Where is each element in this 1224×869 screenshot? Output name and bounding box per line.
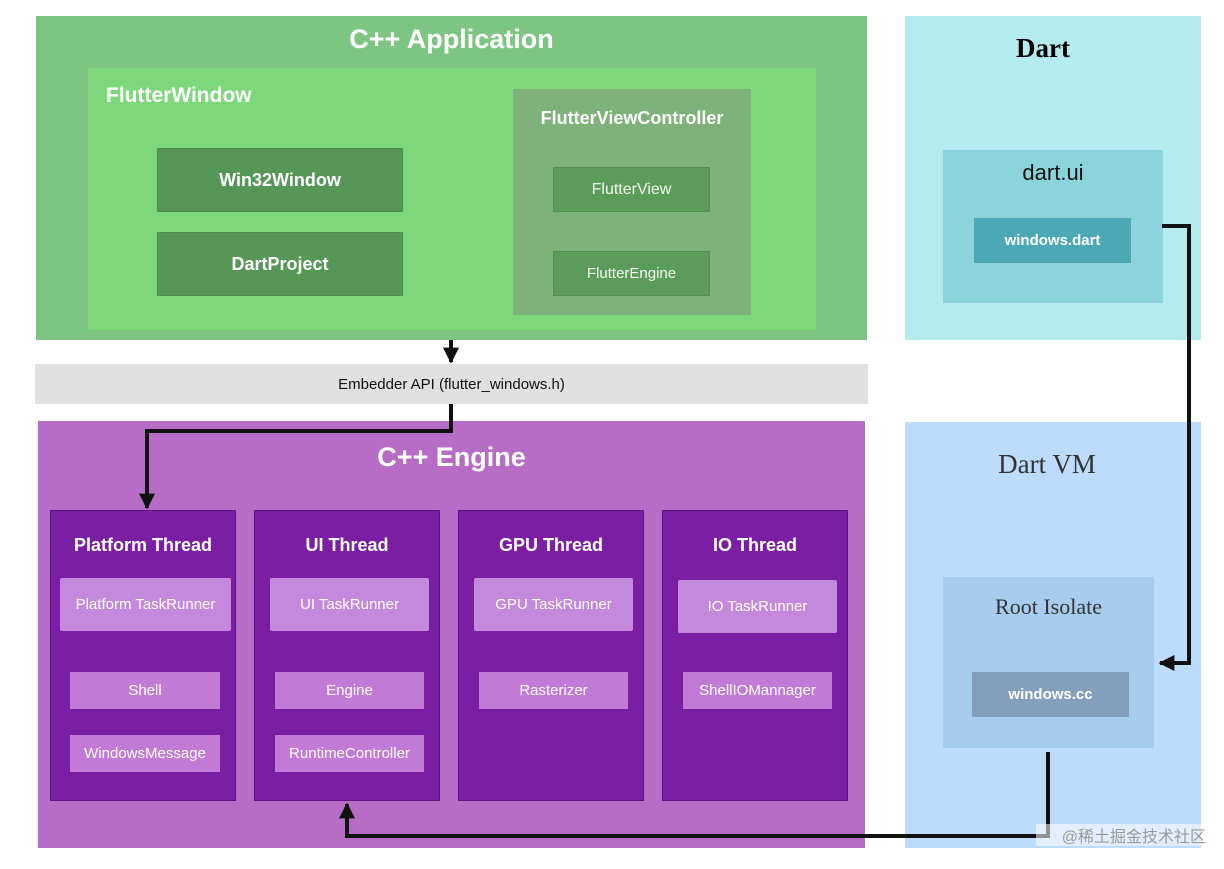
watermark-text: @稀土掘金技术社区 [1036,824,1206,846]
cpp-application-title: C++ Application [349,23,554,54]
platform-taskrunner-box: Platform TaskRunner [60,578,231,631]
gpu-thread-title: GPU Thread [498,534,604,555]
shell-box: Shell [70,672,220,709]
flutter-view-controller-title: FlutterViewController [540,107,724,128]
cpp-engine-title: C++ Engine [377,441,526,472]
flutter-engine-box: FlutterEngine [553,251,710,296]
flutter-window-title: FlutterWindow [106,84,252,107]
io-thread-container [662,510,848,801]
dart-ui-title: dart.ui [1022,160,1084,185]
gpu-thread-container [458,510,644,801]
dart-project-box: DartProject [157,232,403,296]
embedder-api-bar: Embedder API (flutter_windows.h) [35,364,868,404]
platform-thread-title: Platform Thread [73,534,213,555]
arrow-windows-dart-to-root-isolate [1158,224,1191,671]
io-thread-title: IO Thread [712,534,797,555]
ui-thread-title: UI Thread [305,534,389,555]
flutter-view-box: FlutterView [553,167,710,212]
arrow-embedder-to-platform-thread [139,404,453,510]
windows-cc-box: windows.cc [972,672,1129,717]
runtime-controller-box: RuntimeController [275,735,424,772]
root-isolate-container [943,577,1154,748]
shell-io-manager-box: ShellIOMannager [683,672,832,709]
dart-vm-title: Dart VM [998,448,1096,479]
gpu-taskrunner-box: GPU TaskRunner [474,578,633,631]
arrow-root-isolate-to-ui-thread [339,752,1050,838]
rasterizer-box: Rasterizer [479,672,628,709]
windows-dart-box: windows.dart [974,218,1131,263]
engine-box: Engine [275,672,424,709]
dart-title: Dart [1016,32,1070,63]
win32-window-box: Win32Window [157,148,403,212]
io-taskrunner-box: IO TaskRunner [678,580,837,633]
windows-message-box: WindowsMessage [70,735,220,772]
ui-taskrunner-box: UI TaskRunner [270,578,429,631]
root-isolate-title: Root Isolate [995,594,1102,619]
